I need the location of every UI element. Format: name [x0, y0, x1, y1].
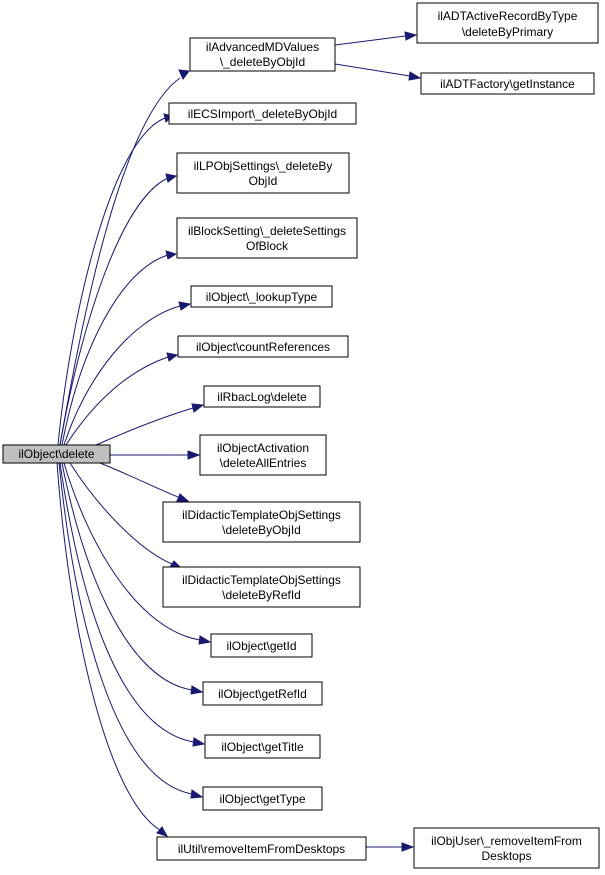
- edge-advmd-to-adtactive: [334, 31, 418, 46]
- edge-advmd-to-adtfactory: [334, 63, 422, 81]
- node-label: ilObject\_lookupType: [206, 290, 318, 304]
- edge-delete-to-gettype: [58, 462, 204, 799]
- node-label: Desktops: [481, 849, 531, 863]
- node-ilobject-getid[interactable]: ilObject\getId: [210, 633, 313, 658]
- node-label: ilADTFactory\getInstance: [440, 77, 575, 91]
- node-illpobjsettings-deletebyobjid[interactable]: ilLPObjSettings\_deleteBy ObjId: [176, 152, 350, 194]
- node-label: \deleteByPrimary: [462, 25, 553, 39]
- edge-delete-to-activation: [110, 450, 201, 460]
- node-label: \_deleteByObjId: [220, 55, 305, 69]
- node-label: ilRbacLog\delete: [217, 390, 307, 404]
- node-label: ilUtil\removeItemFromDesktops: [178, 842, 345, 856]
- edge-delete-to-lpobj: [59, 173, 178, 446]
- edge-delete-to-countref: [65, 352, 179, 446]
- node-ilobjectactivation-deleteallentries[interactable]: ilObjectActivation \deleteAllEntries: [199, 434, 327, 476]
- node-label: ilObject\countReferences: [196, 340, 330, 354]
- node-label: \deleteByRefId: [222, 588, 301, 602]
- node-label: ilObject\getType: [219, 792, 305, 806]
- edge-delete-to-lookup: [63, 301, 192, 446]
- node-iladvancedmdvalues-deletebyobjid[interactable]: ilAdvancedMDValues \_deleteByObjId: [189, 37, 336, 72]
- node-label: ilDidacticTemplateObjSettings: [182, 508, 341, 522]
- node-ilobject-getrefid[interactable]: ilObject\getRefId: [202, 681, 323, 706]
- node-label: ilLPObjSettings\_deleteBy: [194, 159, 333, 173]
- edge-delete-to-getrefid: [61, 462, 204, 695]
- node-ilobject-gettitle[interactable]: ilObject\getTitle: [204, 734, 321, 759]
- node-label: \deleteAllEntries: [220, 456, 307, 470]
- node-label: ilECSImport\_deleteByObjId: [188, 107, 337, 121]
- edge-removeitem-to-objuser: [366, 842, 415, 852]
- node-ilobjuser-removeitemfromdesktops[interactable]: ilObjUser\_removeItemFrom Desktops: [413, 827, 600, 869]
- node-ilecsimport-deletebyobjid[interactable]: ilECSImport\_deleteByObjId: [168, 102, 357, 125]
- node-ilobject-gettype[interactable]: ilObject\getType: [202, 786, 323, 811]
- node-label: ilObject\getTitle: [221, 740, 304, 754]
- node-label: ilObjectActivation: [217, 441, 309, 455]
- edge-delete-to-gettitle: [59, 462, 206, 747]
- edge-delete-to-didobj: [99, 462, 190, 502]
- node-ilobject-delete[interactable]: ilObject\delete: [2, 444, 111, 464]
- node-ildidactictemplateobjsettings-deletebyrefid[interactable]: ilDidacticTemplateObjSettings \deleteByR…: [162, 566, 361, 608]
- edge-delete-to-getid: [63, 462, 212, 645]
- node-label: ilBlockSetting\_deleteSettings: [188, 224, 346, 238]
- edge-delete-to-removeitem: [56, 462, 169, 837]
- node-label: ObjId: [249, 174, 278, 188]
- node-label: ilAdvancedMDValues: [206, 40, 319, 54]
- node-ilutil-removeitemfromdesktops[interactable]: ilUtil\removeItemFromDesktops: [156, 836, 367, 861]
- node-label: ilObject\delete: [18, 447, 94, 461]
- node-label: ilDidacticTemplateObjSettings: [182, 573, 341, 587]
- node-label: ilObjUser\_removeItemFrom: [431, 834, 582, 848]
- node-ilrbaclog-delete[interactable]: ilRbacLog\delete: [203, 385, 321, 408]
- node-iladtfactory-getinstance[interactable]: ilADTFactory\getInstance: [420, 72, 595, 95]
- node-label: OfBlock: [246, 239, 289, 253]
- node-iladtactiverecordbytype-deletebyprimary[interactable]: ilADTActiveRecordByType \deleteByPrimary: [416, 2, 599, 44]
- node-label: \deleteByObjId: [222, 523, 301, 537]
- node-ilobject-lookuptype[interactable]: ilObject\_lookupType: [190, 285, 333, 308]
- node-ildidactictemplateobjsettings-deletebyobjid[interactable]: ilDidacticTemplateObjSettings \deleteByO…: [162, 501, 361, 543]
- node-label: ilObject\getRefId: [218, 687, 307, 701]
- edge-delete-to-ecs: [57, 113, 173, 446]
- node-label: ilADTActiveRecordByType: [438, 9, 578, 23]
- edge-delete-to-block: [61, 250, 178, 446]
- nodes: ilObject\delete ilAdvancedMDValues \_del…: [2, 2, 600, 869]
- node-ilobject-countreferences[interactable]: ilObject\countReferences: [177, 335, 349, 358]
- edge-delete-to-rbaclog: [95, 403, 205, 446]
- edge-delete-to-advmd: [59, 69, 190, 446]
- node-ilblocksetting-deletesettingsofblock[interactable]: ilBlockSetting\_deleteSettings OfBlock: [176, 217, 358, 259]
- node-label: ilObject\getId: [226, 639, 296, 653]
